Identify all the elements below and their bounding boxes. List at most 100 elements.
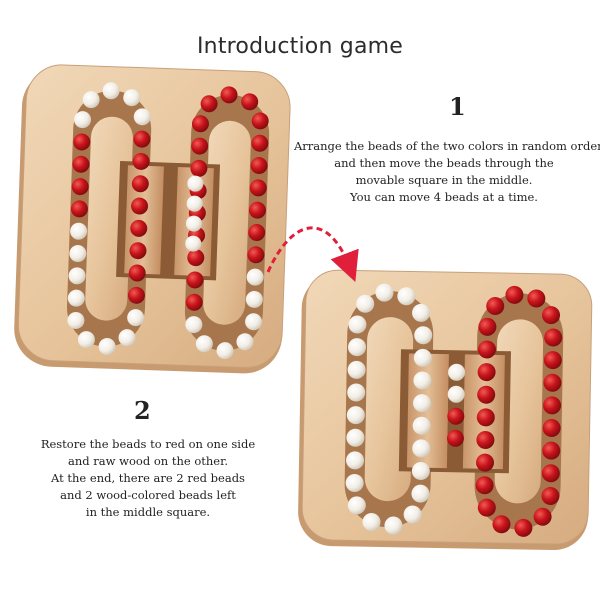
white-bead <box>414 326 433 345</box>
white-bead <box>403 505 422 524</box>
white-bead <box>236 333 254 351</box>
red-bead <box>251 112 269 130</box>
red-bead <box>541 464 560 483</box>
red-bead <box>200 95 218 113</box>
white-bead <box>347 496 366 515</box>
white-bead <box>186 195 203 212</box>
white-bead <box>127 309 145 327</box>
white-bead <box>346 451 365 470</box>
white-bead <box>348 338 367 357</box>
step-2-line: in the middle square. <box>85 505 211 519</box>
white-bead <box>82 91 100 109</box>
white-bead <box>185 235 202 252</box>
red-bead <box>542 306 561 325</box>
red-bead <box>544 328 563 347</box>
red-bead <box>478 317 497 336</box>
white-bead <box>216 342 234 360</box>
red-bead <box>476 408 495 427</box>
red-bead <box>220 86 238 104</box>
white-bead <box>185 316 203 334</box>
white-bead <box>413 348 432 367</box>
red-bead <box>533 507 552 526</box>
white-bead <box>412 416 431 435</box>
red-bead <box>248 201 266 219</box>
red-bead <box>476 430 495 449</box>
white-bead <box>123 89 141 107</box>
red-bead <box>128 264 146 282</box>
red-bead <box>127 286 145 304</box>
red-bead <box>131 197 149 215</box>
white-bead <box>70 222 88 240</box>
white-bead <box>74 111 92 129</box>
step-1-line: You can move 4 beads at a time. <box>350 190 538 204</box>
red-bead <box>514 518 533 537</box>
red-bead <box>476 453 495 472</box>
white-bead <box>413 371 432 390</box>
white-bead <box>412 303 431 322</box>
red-bead <box>542 441 561 460</box>
white-bead <box>448 363 466 381</box>
red-bead <box>72 155 90 173</box>
red-bead <box>132 152 150 170</box>
white-bead <box>345 473 364 492</box>
red-bead <box>477 363 496 382</box>
white-bead <box>411 462 430 481</box>
white-bead <box>397 287 416 306</box>
red-bead <box>186 271 204 289</box>
red-bead <box>185 293 203 311</box>
red-bead <box>191 137 209 155</box>
red-bead <box>477 385 496 404</box>
step-1-number: 1 <box>449 92 466 121</box>
red-bead <box>130 219 148 237</box>
red-bead <box>249 179 267 197</box>
red-bead <box>70 200 88 218</box>
page-title: Introduction game <box>196 34 404 59</box>
curved-arrow-icon <box>266 226 359 283</box>
white-bead <box>362 512 381 531</box>
step-1-line: and then move the beads through the <box>334 156 554 170</box>
step-2-line: At the end, there are 2 red beads <box>51 471 245 485</box>
white-bead <box>347 383 366 402</box>
white-bead <box>98 338 116 356</box>
white-bead <box>346 428 365 447</box>
step-1-text: Arrange the beads of the two colors in r… <box>294 138 600 206</box>
white-bead <box>187 175 204 192</box>
step-2-line: and 2 wood-colored beads left <box>60 488 236 502</box>
red-bead <box>73 133 91 151</box>
step-1-line: Arrange the beads of the two colors in r… <box>294 139 600 153</box>
step-2-line: Restore the beads to red on one side <box>40 437 256 451</box>
white-bead <box>413 394 432 413</box>
white-bead <box>347 360 366 379</box>
white-bead <box>356 294 375 313</box>
white-bead <box>67 311 85 329</box>
white-bead <box>118 329 136 347</box>
white-bead <box>69 245 87 263</box>
red-bead <box>131 175 149 193</box>
white-bead <box>245 313 263 331</box>
white-bead <box>245 290 263 308</box>
red-bead <box>475 476 494 495</box>
step-2-number: 2 <box>134 396 151 425</box>
white-bead <box>411 484 430 503</box>
red-bead <box>527 289 546 308</box>
red-bead <box>190 159 208 177</box>
white-bead <box>67 289 85 307</box>
puzzle-box-2 <box>298 269 593 551</box>
white-bead <box>133 108 151 126</box>
white-bead <box>246 268 264 286</box>
white-bead <box>195 335 213 353</box>
red-bead <box>250 157 268 175</box>
white-bead <box>185 215 202 232</box>
white-bead <box>447 385 465 403</box>
red-bead <box>446 429 464 447</box>
white-bead <box>384 516 403 535</box>
step-1-line: movable square in the middle. <box>355 173 533 187</box>
white-bead <box>348 315 367 334</box>
step-2-text: Restore the beads to red on one side and… <box>24 436 272 521</box>
step-2-line: and raw wood on the other. <box>68 454 228 468</box>
red-bead <box>251 134 269 152</box>
white-bead <box>412 439 431 458</box>
white-bead <box>68 267 86 285</box>
